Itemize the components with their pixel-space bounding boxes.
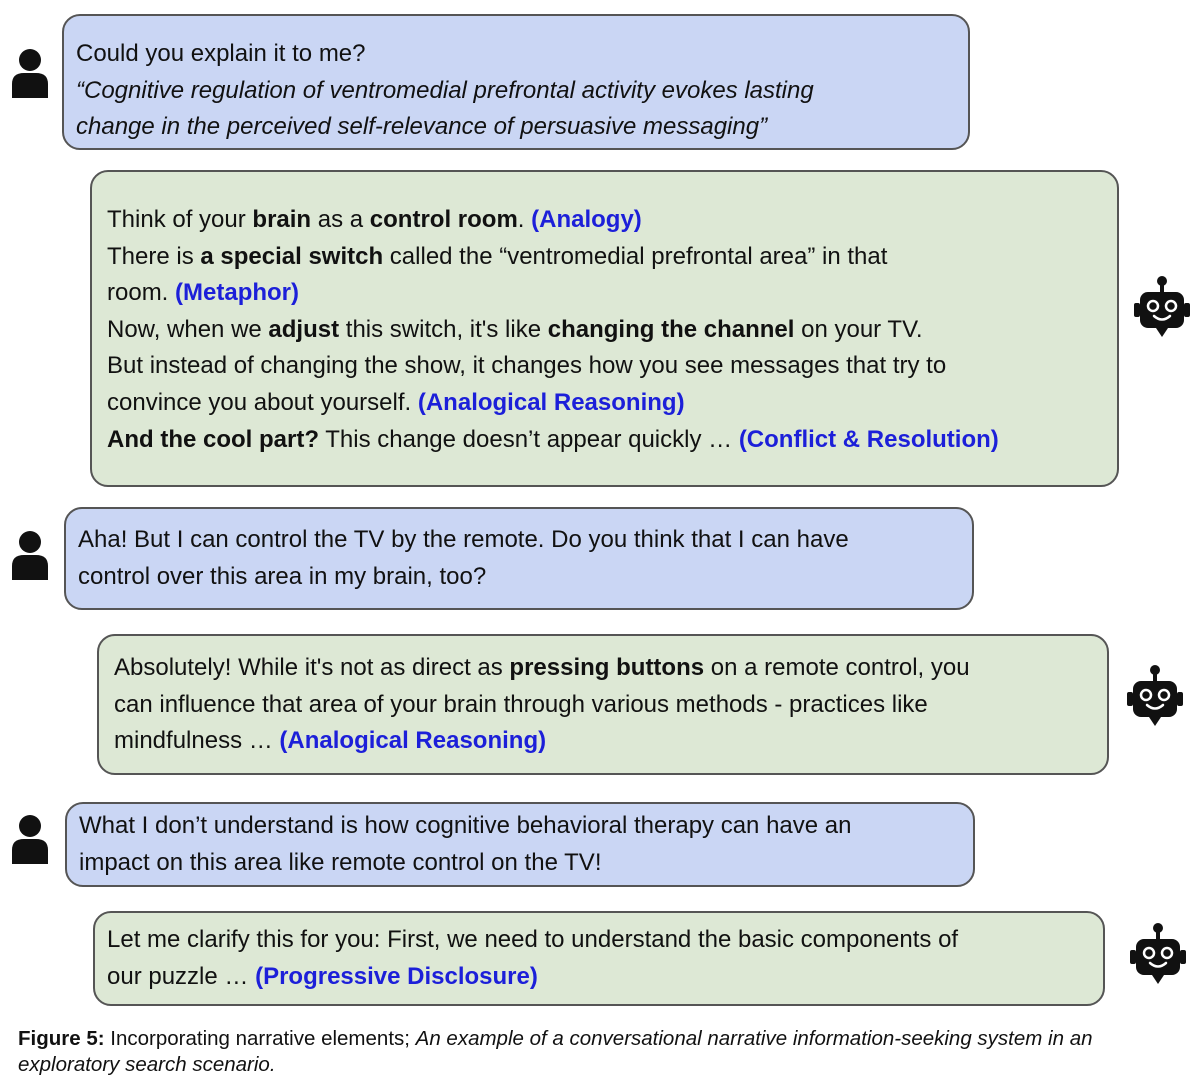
message-line: “Cognitive regulation of ventromedial pr… <box>76 73 968 110</box>
message-line: But instead of changing the show, it cha… <box>107 348 1117 385</box>
message-text: convince you about yourself. <box>107 388 418 416</box>
message-text: our puzzle … <box>107 962 256 990</box>
message-text: Think of your <box>107 206 253 233</box>
person-icon <box>10 530 50 587</box>
message-line: There is a special switch called the “ve… <box>107 239 1117 276</box>
message-text: Now, when we <box>107 315 269 343</box>
message-text: control over this area in my brain, too? <box>78 562 487 590</box>
message-text: “Cognitive regulation of ventromedial pr… <box>76 76 814 104</box>
message-line: Absolutely! While it's not as direct as … <box>114 650 1107 687</box>
user-message-bubble: What I don’t understand is how cognitive… <box>65 802 975 887</box>
message-line: Think of your brain as a control room. (… <box>107 202 1117 239</box>
message-text: What I don’t understand is how cognitive… <box>79 812 852 839</box>
message-text: pressing buttons <box>509 654 705 681</box>
narrative-technique-tag: (Analogy) <box>531 206 642 233</box>
message-line: Let me clarify this for you: First, we n… <box>107 922 1103 959</box>
caption-label: Figure 5: <box>18 1027 105 1050</box>
message-text: change in the perceived self-relevance o… <box>76 113 768 141</box>
message-text: . <box>517 206 532 233</box>
message-text: Could you explain it to me? <box>76 40 366 67</box>
message-line: mindfulness … (Analogical Reasoning) <box>114 723 1107 760</box>
message-line: And the cool part? This change doesn’t a… <box>107 422 1117 459</box>
person-icon <box>10 814 50 871</box>
message-text: And the cool part? <box>107 425 319 453</box>
bot-message-bubble: Think of your brain as a control room. (… <box>90 170 1119 487</box>
message-text: adjust <box>268 315 340 343</box>
message-line: change in the perceived self-relevance o… <box>76 109 968 146</box>
message-line: Aha! But I can control the TV by the rem… <box>78 522 972 559</box>
message-text: on a remote control, you <box>704 654 970 681</box>
bot-message-bubble: Let me clarify this for you: First, we n… <box>93 911 1105 1006</box>
narrative-technique-tag: (Conflict & Resolution) <box>738 425 999 453</box>
robot-icon <box>1125 664 1185 741</box>
message-line: Could you explain it to me? <box>76 36 968 73</box>
caption-italic: An example of a conversational narrative… <box>18 1027 1093 1076</box>
user-message-bubble: Aha! But I can control the TV by the rem… <box>64 507 974 610</box>
message-line: can influence that area of your brain th… <box>114 687 1107 724</box>
person-icon <box>10 48 50 105</box>
message-line: our puzzle … (Progressive Disclosure) <box>107 959 1103 996</box>
bot-message-bubble: Absolutely! While it's not as direct as … <box>97 634 1109 775</box>
user-message-bubble: Could you explain it to me? “Cognitive re… <box>62 14 970 150</box>
message-text: room. <box>107 279 176 307</box>
message-text: But instead of changing the show, it cha… <box>107 352 947 380</box>
message-text: control room <box>369 206 518 233</box>
message-text: this switch, it's like <box>339 315 548 343</box>
message-line: What I don’t understand is how cognitive… <box>79 808 973 845</box>
message-line: room. (Metaphor) <box>107 275 1117 312</box>
narrative-technique-tag: (Metaphor) <box>175 279 299 307</box>
caption-text: Incorporating narrative elements; <box>104 1027 416 1050</box>
message-line: control over this area in my brain, too? <box>78 559 972 596</box>
message-text: a special switch <box>200 242 384 270</box>
message-text: mindfulness … <box>114 727 280 755</box>
message-text: This change doesn’t appear quickly … <box>319 425 739 453</box>
message-text: There is <box>107 242 201 270</box>
robot-icon <box>1128 922 1188 999</box>
narrative-technique-tag: (Progressive Disclosure) <box>255 962 538 990</box>
message-text: Aha! But I can control the TV by the rem… <box>78 526 849 553</box>
message-text: as a <box>311 206 370 233</box>
message-text: brain <box>252 206 312 233</box>
narrative-technique-tag: (Analogical Reasoning) <box>417 388 685 416</box>
figure-caption: Figure 5: Incorporating narrative elemen… <box>18 1026 1188 1078</box>
narrative-technique-tag: (Analogical Reasoning) <box>279 727 547 755</box>
message-text: can influence that area of your brain th… <box>114 690 928 718</box>
message-line: convince you about yourself. (Analogical… <box>107 385 1117 422</box>
message-text: called the “ventromedial prefrontal area… <box>383 242 888 270</box>
message-text: Let me clarify this for you: First, we n… <box>107 926 959 953</box>
message-text: impact on this area like remote control … <box>79 848 602 876</box>
message-text: changing the channel <box>547 315 795 343</box>
message-text: Absolutely! While it's not as direct as <box>114 654 510 681</box>
message-text: on your TV. <box>794 315 923 343</box>
message-line: Now, when we adjust this switch, it's li… <box>107 312 1117 349</box>
robot-icon <box>1132 275 1192 352</box>
message-line: impact on this area like remote control … <box>79 845 973 882</box>
